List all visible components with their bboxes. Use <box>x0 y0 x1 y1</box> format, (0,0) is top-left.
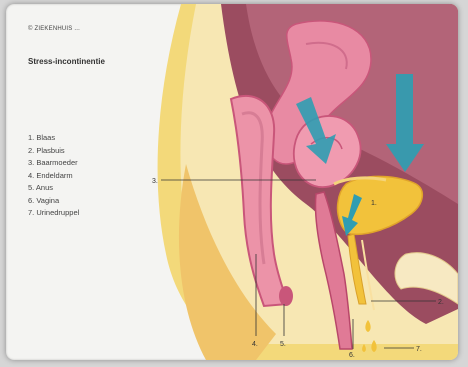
legend-item-endeldarm: 4. Endeldarm <box>28 170 79 183</box>
label-5: 5. <box>280 341 286 348</box>
legend-item-anus: 5. Anus <box>28 182 79 195</box>
legend-item-urinedruppel: 7. Urinedruppel <box>28 207 79 220</box>
label-6: 6. <box>349 352 355 359</box>
image-frame: 1. 2. 3. 4. 5. 6. 7. © ZIEKENHUIS ... St… <box>6 4 458 360</box>
legend-item-blaas: 1. Blaas <box>28 132 79 145</box>
legend-item-vagina: 6. Vagina <box>28 195 79 208</box>
legend-item-plasbuis: 2. Plasbuis <box>28 145 79 158</box>
anus <box>279 286 293 306</box>
label-3: 3. <box>152 178 158 185</box>
legend-item-baarmoeder: 3. Baarmoeder <box>28 157 79 170</box>
label-7: 7. <box>416 346 422 353</box>
diagram-title: Stress-incontinentie <box>28 57 105 66</box>
copyright-credit: © ZIEKENHUIS ... <box>28 26 80 32</box>
legend-list: 1. Blaas 2. Plasbuis 3. Baarmoeder 4. En… <box>28 132 79 220</box>
label-1: 1. <box>371 200 377 207</box>
label-4: 4. <box>252 341 258 348</box>
label-2: 2. <box>438 299 444 306</box>
